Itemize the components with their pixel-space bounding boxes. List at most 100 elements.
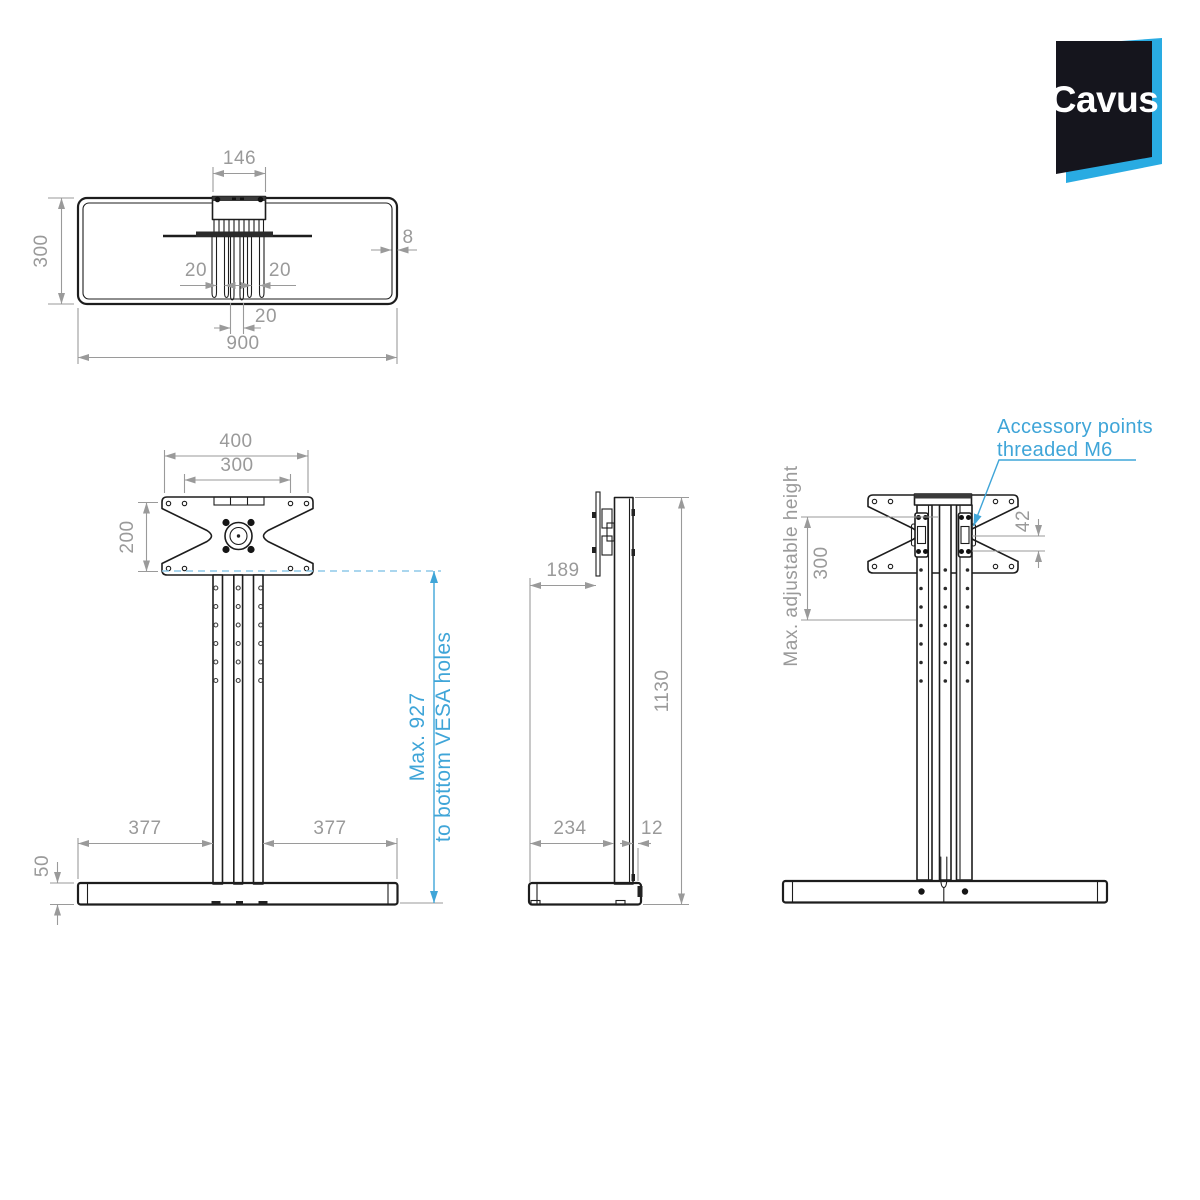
dim-label-300-depth: 300 — [31, 234, 52, 267]
side-bolt — [592, 547, 596, 553]
rail-hole — [235, 659, 241, 665]
side-base-foot — [530, 899, 541, 906]
top-dim-20-center: 20 — [214, 303, 277, 334]
front-center-hub — [222, 518, 255, 554]
rail-hole — [213, 659, 219, 665]
top-dim-300: 300 — [31, 197, 74, 305]
rail-hole — [943, 623, 948, 628]
side-dim-234: 234 — [530, 818, 614, 847]
back-accessory-clamp-right — [957, 512, 977, 558]
side-column — [613, 496, 634, 885]
max-height-label: Max. 927 — [406, 693, 429, 782]
dim-label-20-center: 20 — [255, 306, 277, 327]
side-dim-189: 189 — [529, 560, 596, 883]
rail-hole — [213, 640, 219, 647]
top-view-bracket-bolt — [214, 196, 221, 203]
logo-text: Cavus — [1050, 79, 1159, 120]
back-dim-adjustable: 300 Max. adjustable height — [781, 465, 938, 667]
dim-label-146: 146 — [223, 148, 256, 169]
top-dim-146: 146 — [212, 148, 267, 192]
top-dim-900: 900 — [77, 308, 398, 364]
rail-hole — [943, 568, 948, 572]
back-top-bracket-strip — [914, 494, 972, 499]
rail-hole — [258, 585, 264, 591]
top-view-foot-bracket-bar — [196, 231, 273, 237]
top-view-bracket-notch — [232, 197, 236, 200]
rail-hole — [235, 640, 241, 647]
back-column-holes — [919, 568, 970, 683]
front-dim-50: 50 — [32, 855, 74, 925]
rail-hole — [213, 585, 219, 591]
rail-hole — [965, 623, 970, 628]
side-dim-12: 12 — [620, 818, 663, 881]
rail-hole — [919, 605, 923, 609]
side-view: 189 1130 234 12 — [527, 491, 689, 906]
rail-hole — [943, 605, 948, 609]
rail-hole — [965, 586, 970, 591]
adjustable-height-label: Max. adjustable height — [781, 465, 802, 666]
rail-hole — [258, 640, 264, 647]
side-dim-1130: 1130 — [635, 496, 689, 906]
dim-label-8: 8 — [402, 227, 413, 248]
side-bolt — [592, 512, 596, 518]
side-bracket — [601, 508, 615, 556]
back-accessory-clamp-left — [910, 512, 929, 558]
front-base-foot — [258, 901, 268, 905]
rail-hole — [965, 679, 970, 683]
front-column — [212, 574, 264, 885]
rail-hole — [258, 603, 264, 610]
dim-label-20-left: 20 — [185, 260, 207, 281]
rail-hole — [235, 585, 241, 591]
cavus-logo: Cavus — [1050, 38, 1162, 183]
front-dim-200: 200 — [117, 501, 158, 573]
rail-hole — [943, 642, 948, 646]
top-view-profile-teeth — [213, 218, 265, 233]
front-dim-400: 400 — [163, 431, 309, 493]
rail-hole — [213, 603, 219, 610]
rail-hole — [919, 679, 923, 683]
dim-label-42: 42 — [1013, 510, 1034, 532]
back-vesa-holes — [871, 498, 1015, 570]
front-base-foot — [211, 901, 221, 905]
dim-label-20-right: 20 — [269, 260, 291, 281]
dim-label-189: 189 — [546, 560, 579, 581]
dim-label-400: 400 — [219, 431, 252, 452]
top-view: 146 300 8 20 20 — [31, 148, 417, 364]
rail-hole — [943, 586, 948, 591]
top-view-bracket-strip — [212, 196, 266, 201]
rail-hole — [213, 622, 219, 628]
dim-label-50: 50 — [32, 855, 53, 877]
dim-label-12: 12 — [641, 818, 663, 839]
dim-label-300-front: 300 — [220, 455, 253, 476]
dim-label-377-right: 377 — [313, 818, 346, 839]
front-hook-bracket — [213, 496, 265, 506]
front-base-foot — [236, 901, 243, 905]
rail-hole — [919, 642, 923, 646]
dim-label-300-adjust: 300 — [811, 546, 832, 579]
rail-hole — [919, 586, 923, 591]
dim-label-234: 234 — [553, 818, 586, 839]
front-view: 400 300 200 Max. 927 to bottom VESA hole… — [32, 431, 455, 925]
dim-label-900: 900 — [226, 333, 259, 354]
logo-background-shape — [1056, 41, 1152, 174]
max-height-note: to bottom VESA holes — [432, 632, 455, 842]
top-view-bracket-notch — [240, 197, 244, 200]
rail-hole — [965, 660, 970, 665]
rail-hole — [965, 568, 970, 572]
rail-hole — [213, 677, 219, 684]
front-dim-300: 300 — [183, 455, 292, 493]
back-accessory-annotation: Accessory points threaded M6 — [972, 416, 1153, 527]
rail-hole — [235, 677, 241, 684]
back-base — [781, 879, 1109, 904]
rail-hole — [235, 603, 241, 610]
front-base — [76, 881, 399, 906]
back-base-screw — [918, 888, 925, 895]
front-dim-377-left: 377 — [77, 818, 213, 879]
side-base — [527, 881, 643, 906]
dim-label-377-left: 377 — [128, 818, 161, 839]
top-dim-20-right: 20 — [235, 260, 296, 289]
accessory-label-line1: Accessory points — [997, 416, 1153, 438]
rail-hole — [258, 659, 264, 665]
